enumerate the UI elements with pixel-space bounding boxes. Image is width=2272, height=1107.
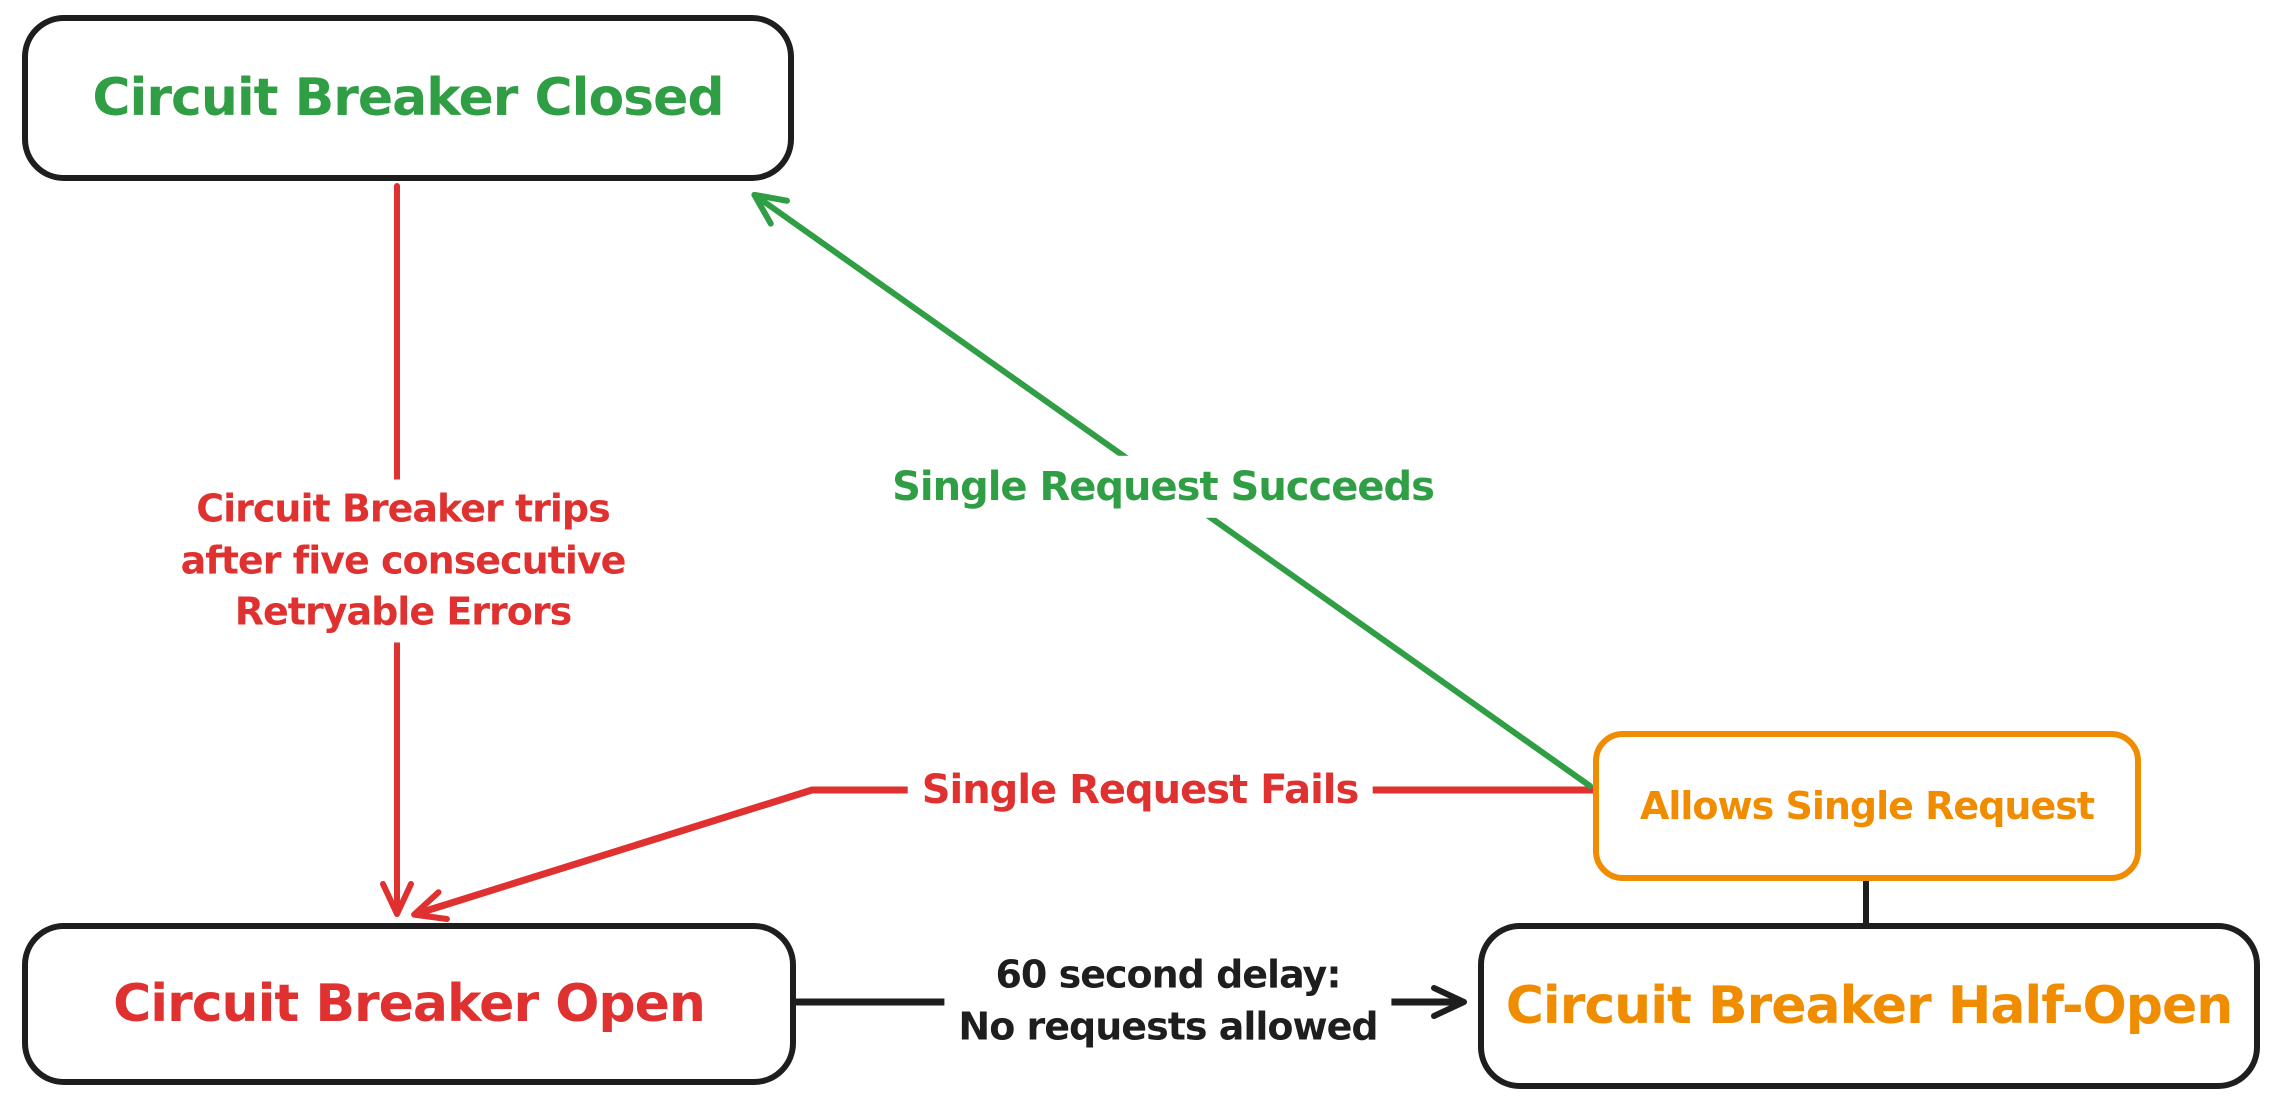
state-closed-box: Circuit Breaker Closed	[22, 15, 794, 181]
allows-single-request-box: Allows Single Request	[1593, 731, 2141, 881]
allows-single-request-label: Allows Single Request	[1639, 784, 2095, 828]
edge-label-trip-line1: Circuit Breaker trips	[196, 486, 611, 531]
edge-label-delay-line2: No requests allowed	[958, 1004, 1378, 1048]
state-half-open-label: Circuit Breaker Half-Open	[1505, 976, 2234, 1036]
state-closed-label: Circuit Breaker Closed	[92, 68, 724, 128]
state-half-open-box: Circuit Breaker Half-Open	[1478, 923, 2260, 1089]
edge-label-delay-line1: 60 second delay:	[995, 952, 1341, 997]
edge-label-fails: Single Request Fails	[907, 758, 1373, 822]
state-open-box: Circuit Breaker Open	[22, 923, 796, 1085]
edge-label-trip: Circuit Breaker trips after five consecu…	[166, 479, 640, 643]
edge-label-delay: 60 second delay: No requests allowed	[944, 945, 1392, 1057]
edge-label-succeeds: Single Request Succeeds	[878, 455, 1448, 519]
state-open-label: Circuit Breaker Open	[113, 974, 706, 1034]
edge-label-trip-line2: after five consecutive	[180, 538, 627, 583]
edge-label-trip-line3: Retryable Errors	[234, 589, 572, 634]
